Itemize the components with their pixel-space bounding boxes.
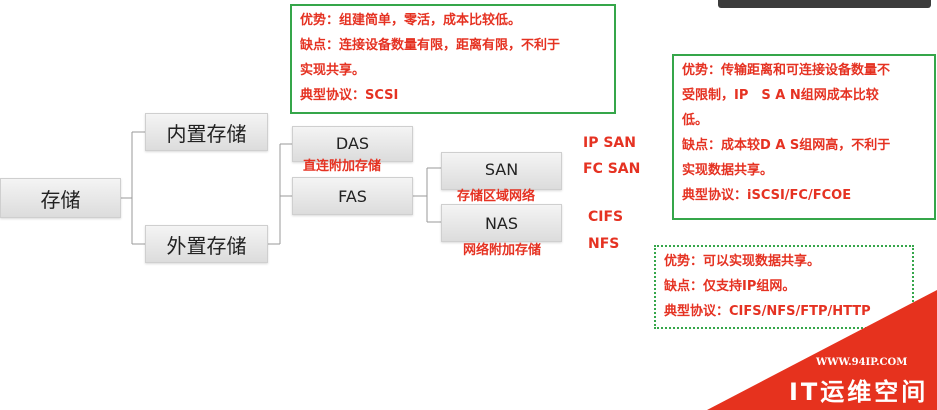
das-note-disadvantage-cont: 实现共享。 (300, 63, 366, 78)
nas-protocol-nfs: NFS (588, 236, 620, 252)
root-node-storage: 存储 (0, 178, 121, 218)
node-fas: FAS (292, 177, 413, 215)
node-internal-storage: 内置存储 (145, 113, 268, 151)
san-note-disadvantage: 缺点：成本较D A S组网高，不利于 (682, 138, 891, 153)
node-san: SAN (441, 152, 562, 190)
das-note-disadvantage: 缺点：连接设备数量有限，距离有限，不利于 (300, 38, 561, 53)
watermark-corner-shape (707, 290, 937, 410)
nas-subtitle: 网络附加存储 (463, 243, 542, 258)
san-notes-box: 优势：传输距离和可连接设备数量不 受限制，IP S A N组网成本比较 低。 缺… (672, 54, 936, 220)
nas-note-advantage: 优势：可以实现数据共享。 (664, 254, 821, 269)
san-subtitle: 存储区域网络 (457, 189, 536, 204)
san-protocol-fc-san: FC SAN (583, 161, 641, 177)
fas-connector (413, 167, 441, 223)
external-connector (268, 143, 292, 245)
das-note-protocol: 典型协议：SCSI (300, 88, 399, 103)
san-note-advantage: 优势：传输距离和可连接设备数量不 (682, 63, 891, 78)
node-das: DAS (292, 126, 413, 162)
san-note-protocol: 典型协议：iSCSI/FC/FCOE (682, 188, 852, 203)
san-note-advantage-cont-2: 低。 (682, 113, 709, 128)
top-window-bar (718, 0, 931, 8)
das-note-advantage: 优势：组建简单，零活，成本比较低。 (300, 13, 522, 28)
watermark-url: WWW.94IP.COM (816, 357, 908, 368)
san-protocol-ip-san: IP SAN (583, 135, 636, 151)
node-external-storage: 外置存储 (145, 225, 268, 263)
san-note-disadvantage-cont: 实现数据共享。 (682, 163, 774, 178)
root-connector (120, 131, 145, 245)
node-nas: NAS (441, 204, 562, 242)
watermark-brand: IT运维空间 (789, 378, 929, 406)
san-note-advantage-cont-1: 受限制，IP S A N组网成本比较 (682, 88, 879, 103)
das-notes-box: 优势：组建简单，零活，成本比较低。 缺点：连接设备数量有限，距离有限，不利于 实… (290, 4, 616, 114)
nas-protocol-cifs: CIFS (588, 209, 624, 225)
das-subtitle: 直连附加存储 (303, 159, 382, 174)
